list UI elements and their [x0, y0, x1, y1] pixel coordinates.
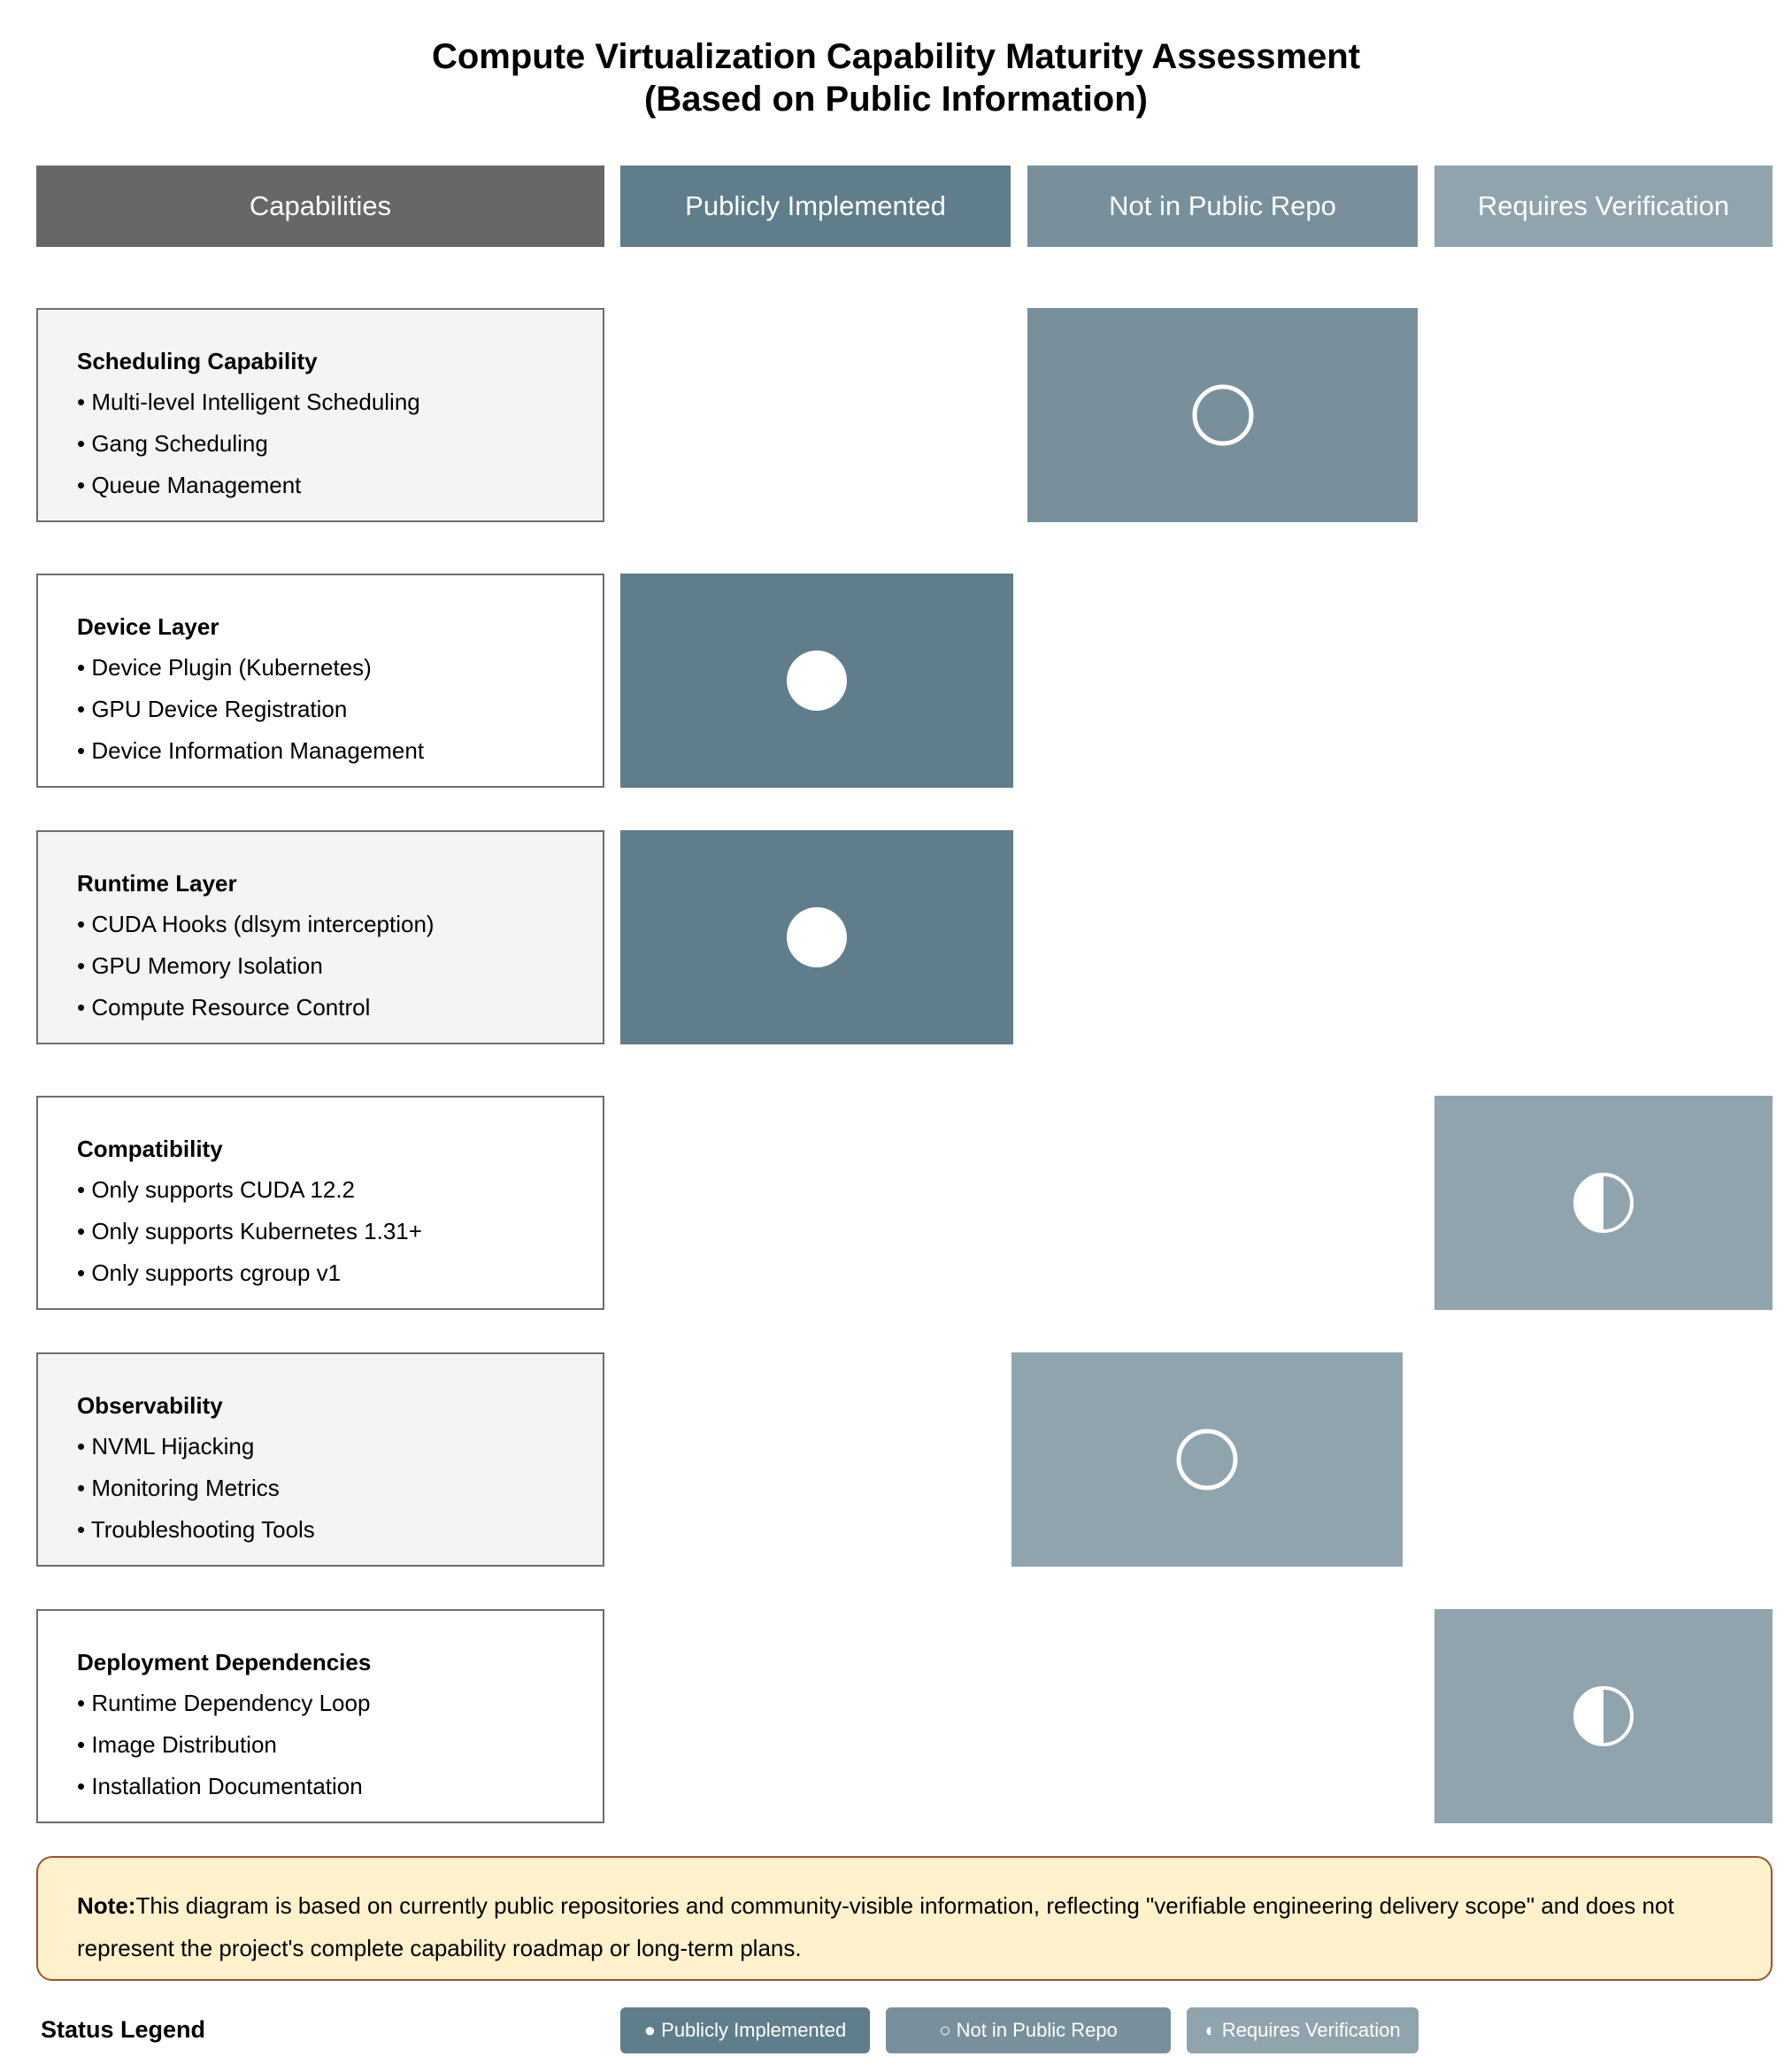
- header-capabilities: Capabilities: [36, 166, 604, 247]
- capability-item: Only supports CUDA 12.2: [77, 1175, 603, 1204]
- capability-item: Compute Resource Control: [77, 993, 603, 1021]
- hollow-circle-icon: [1192, 384, 1253, 446]
- capability-item: GPU Device Registration: [77, 695, 603, 723]
- capability-title: Compatibility: [77, 1136, 223, 1162]
- capability-title: Deployment Dependencies: [77, 1649, 372, 1675]
- note-text: This diagram is based on currently publi…: [77, 1892, 1674, 1961]
- capability-card-compatibility: Compatibility Only supports CUDA 12.2 On…: [36, 1096, 604, 1310]
- capability-item: NVML Hijacking: [77, 1432, 603, 1460]
- capability-item: Troubleshooting Tools: [77, 1515, 603, 1544]
- capability-item: Only supports Kubernetes 1.31+: [77, 1217, 603, 1245]
- legend-requires-verification: ◐ Requires Verification: [1187, 2007, 1419, 2053]
- filled-circle-icon: [787, 907, 847, 967]
- header-publicly-implemented: Publicly Implemented: [620, 166, 1011, 247]
- title-line-1: Compute Virtualization Capability Maturi…: [431, 37, 1361, 76]
- half-circle-icon: [1573, 1173, 1634, 1233]
- header-not-in-public-repo: Not in Public Repo: [1027, 166, 1418, 247]
- note-box: Note:This diagram is based on currently …: [36, 1856, 1773, 1981]
- capability-title: Runtime Layer: [77, 870, 237, 897]
- capability-item: Image Distribution: [77, 1730, 603, 1759]
- capability-card-scheduling: Scheduling Capability Multi-level Intell…: [36, 308, 604, 522]
- capability-item: GPU Memory Isolation: [77, 951, 603, 980]
- capability-card-runtime-layer: Runtime Layer CUDA Hooks (dlsym intercep…: [36, 830, 604, 1044]
- legend-title: Status Legend: [41, 2016, 206, 2043]
- filled-circle-icon: [787, 651, 847, 711]
- capability-title: Scheduling Capability: [77, 348, 318, 374]
- status-cell-runtime-layer: [620, 830, 1013, 1044]
- half-circle-icon: [1573, 1686, 1634, 1746]
- capability-item: Multi-level Intelligent Scheduling: [77, 388, 603, 416]
- status-cell-observability: [1011, 1352, 1403, 1567]
- legend-not-in-public-repo: ○ Not in Public Repo: [886, 2007, 1171, 2053]
- diagram-title: Compute Virtualization Capability Maturi…: [0, 35, 1792, 120]
- capability-item: Gang Scheduling: [77, 429, 603, 458]
- capability-card-deployment-dependencies: Deployment Dependencies Runtime Dependen…: [36, 1609, 604, 1823]
- capability-item: CUDA Hooks (dlsym interception): [77, 910, 603, 938]
- capability-item: Only supports cgroup v1: [77, 1259, 603, 1287]
- legend-publicly-implemented: ● Publicly Implemented: [620, 2007, 870, 2053]
- title-line-2: (Based on Public Information): [644, 80, 1148, 119]
- capability-card-device-layer: Device Layer Device Plugin (Kubernetes) …: [36, 574, 604, 788]
- status-cell-device-layer: [620, 574, 1013, 788]
- capability-title: Observability: [77, 1392, 223, 1419]
- capability-title: Device Layer: [77, 613, 219, 640]
- capability-item: Runtime Dependency Loop: [77, 1689, 603, 1717]
- capability-item: Device Information Management: [77, 736, 603, 765]
- capability-card-observability: Observability NVML Hijacking Monitoring …: [36, 1352, 604, 1567]
- note-label: Note:: [77, 1892, 136, 1919]
- capability-item: Installation Documentation: [77, 1772, 603, 1800]
- capability-item: Monitoring Metrics: [77, 1474, 603, 1502]
- status-cell-compatibility: [1434, 1096, 1773, 1310]
- hollow-circle-icon: [1176, 1429, 1238, 1490]
- capability-item: Queue Management: [77, 471, 603, 499]
- header-requires-verification: Requires Verification: [1434, 166, 1773, 247]
- status-cell-deployment-dependencies: [1434, 1609, 1773, 1823]
- status-cell-scheduling: [1027, 308, 1418, 522]
- capability-item: Device Plugin (Kubernetes): [77, 653, 603, 682]
